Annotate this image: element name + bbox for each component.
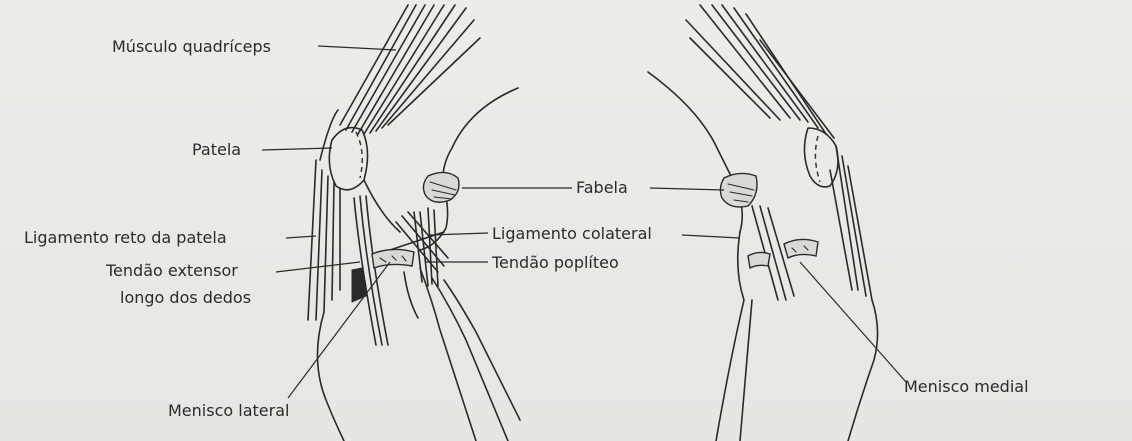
right-fabella (720, 173, 757, 207)
leader-menisco-lateral (288, 262, 390, 398)
left-lateral-meniscus (372, 249, 414, 268)
leader-patela (262, 148, 332, 150)
label-tendao-extensor: Tendão extensor (105, 261, 238, 280)
left-extensor-tendon (352, 196, 388, 345)
right-medial-meniscus (748, 239, 818, 268)
right-femur-outline (648, 72, 742, 232)
leader-lines (262, 46, 906, 398)
left-fabella (423, 172, 459, 202)
leader-menisco-medial (800, 262, 906, 382)
label-ligamento-colateral: Ligamento colateral (492, 224, 652, 243)
leader-colateral-right (682, 235, 740, 238)
left-collateral-ligament (390, 208, 448, 286)
label-patela: Patela (192, 140, 241, 159)
right-knee-drawing (648, 5, 878, 441)
label-fabela: Fabela (576, 178, 628, 197)
leader-fabela-right (650, 188, 724, 190)
labels: Músculo quadríceps Patela Fabela Ligamen… (24, 37, 1029, 420)
left-quadriceps-muscle (320, 5, 480, 160)
label-menisco-medial: Menisco medial (904, 377, 1029, 396)
left-tibia-fibula (317, 268, 520, 441)
label-menisco-lateral: Menisco lateral (168, 401, 289, 420)
label-musculo-quadriceps: Músculo quadríceps (112, 37, 271, 56)
right-patellar-ligament (830, 146, 872, 300)
label-ligamento-reto-da-patela: Ligamento reto da patela (24, 228, 227, 247)
left-patella (329, 128, 367, 190)
label-longo-dos-dedos: longo dos dedos (120, 288, 251, 307)
left-knee-drawing (308, 5, 520, 441)
label-tendao-popliteo: Tendão poplíteo (491, 253, 619, 272)
right-quadriceps-muscle (686, 5, 834, 138)
